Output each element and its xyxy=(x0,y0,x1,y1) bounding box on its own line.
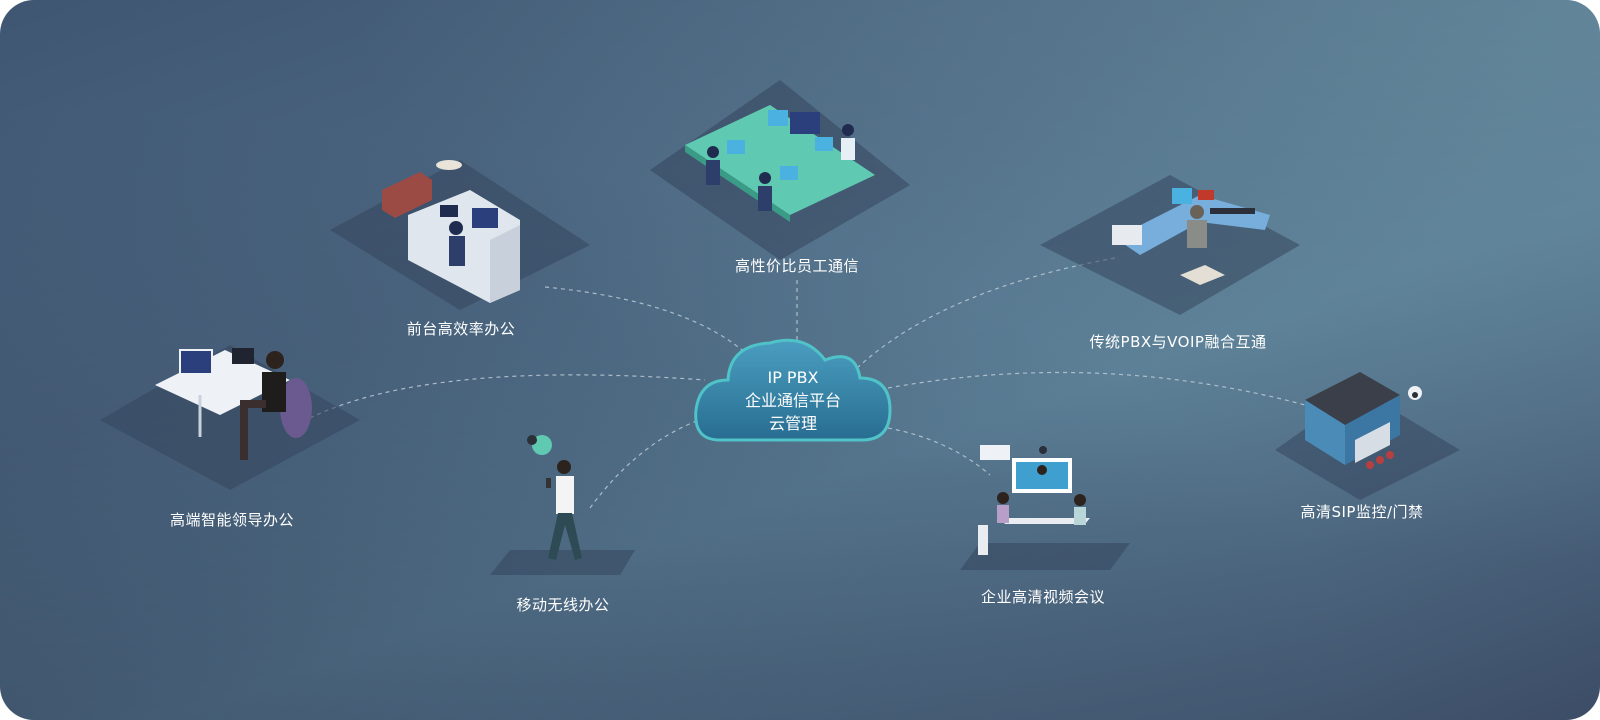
sip-building-illustration xyxy=(1305,372,1422,469)
platform-video xyxy=(960,543,1130,570)
cloud-platform-label: IP PBX 企业通信平台 云管理 xyxy=(745,366,841,435)
reception-illustration xyxy=(382,160,520,303)
platform-mobile xyxy=(490,550,635,575)
link-video xyxy=(887,427,991,476)
label-video-conference: 企业高清视频会议 xyxy=(980,588,1106,606)
link-reception xyxy=(544,286,743,351)
label-pbx-voip: 传统PBX与VOIP融合互通 xyxy=(1089,333,1267,351)
pbx-office-illustration xyxy=(1112,188,1270,285)
link-sip xyxy=(887,371,1306,406)
mobile-worker-illustration xyxy=(527,435,582,560)
label-sip-surveillance: 高清SIP监控/门禁 xyxy=(1300,503,1424,521)
label-executive-office: 高端智能领导办公 xyxy=(169,511,295,529)
platform-executive xyxy=(100,345,360,490)
label-staff-communication: 高性价比员工通信 xyxy=(734,257,860,275)
link-mobile xyxy=(589,417,706,509)
cloud-management: 云管理 xyxy=(768,414,818,433)
cloud-shape xyxy=(694,338,892,442)
cloud-title: IP PBX xyxy=(767,368,819,387)
cloud-subtitle: 企业通信平台 xyxy=(744,391,842,410)
staff-office-illustration xyxy=(685,105,875,222)
video-conference-illustration xyxy=(978,445,1090,555)
platform-pbx xyxy=(1040,175,1300,315)
link-pbx xyxy=(854,257,1116,371)
executive-office-illustration xyxy=(155,348,312,460)
label-reception-office: 前台高效率办公 xyxy=(406,320,516,338)
link-executive xyxy=(309,374,706,419)
label-mobile-office: 移动无线办公 xyxy=(516,596,610,614)
